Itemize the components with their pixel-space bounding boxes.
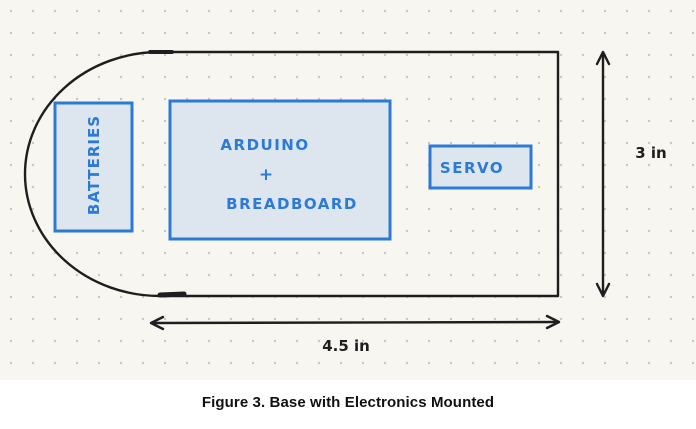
arduino-breadboard-box [168,99,392,241]
batteries-box [53,101,134,233]
sketch-canvas: BATTERIES ARDUINO + BREADBOARD SERVO 3 i… [0,0,696,380]
arduino-label: ARDUINO [220,136,309,154]
batteries-label: BATTERIES [85,115,103,215]
base-outline [23,50,560,298]
plus-label: + [259,165,273,185]
breadboard-label: BREADBOARD [226,195,358,213]
height-dimension-label: 3 in [635,144,666,162]
width-dimension-label: 4.5 in [322,337,370,355]
width-dimension-arrow [149,314,561,331]
servo-box [428,144,533,190]
servo-label: SERVO [440,159,504,177]
height-dimension-arrow [595,50,611,298]
figure-caption: Figure 3. Base with Electronics Mounted [201,394,495,411]
base-join-mark-bottom [157,291,187,298]
